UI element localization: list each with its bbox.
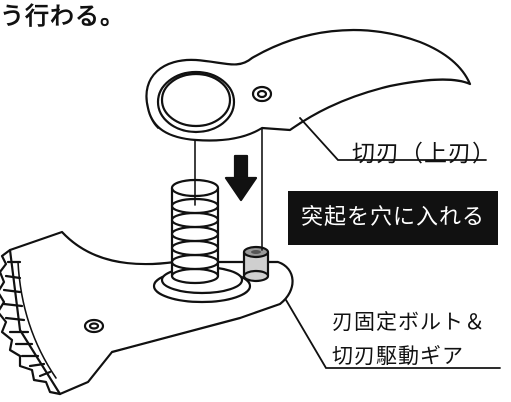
lower-part-label-line1: 刃固定ボルト＆	[332, 310, 486, 334]
down-arrow-icon	[224, 154, 258, 202]
locating-pin	[242, 245, 270, 283]
fixing-bolt	[170, 178, 220, 285]
header-text-fragment: う行わる。	[0, 2, 125, 30]
upper-blade-label: 切刃（上刃）	[352, 141, 496, 167]
lower-part-leader	[285, 299, 501, 369]
upper-blade-leader	[299, 117, 487, 161]
instruction-badge: 突起を穴に入れる	[288, 191, 498, 245]
gear-teeth	[0, 248, 62, 396]
upper-blade	[145, 28, 472, 142]
lower-part-label-line2: 切刃駆動ギア	[332, 344, 464, 368]
